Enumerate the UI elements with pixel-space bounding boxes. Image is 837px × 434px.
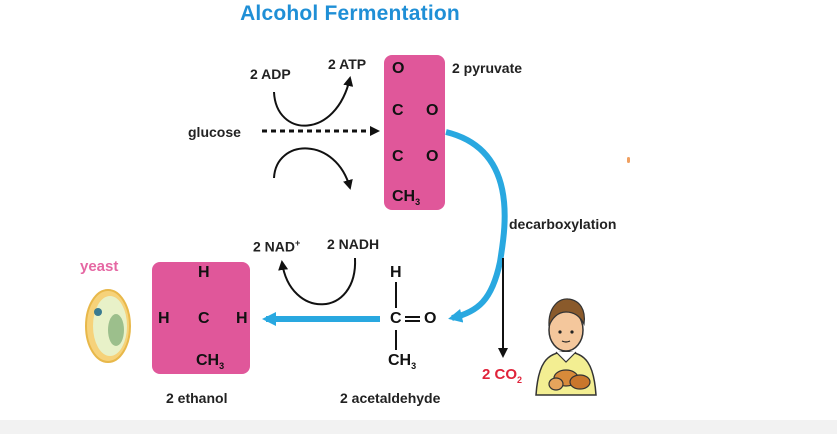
glucose-lower-curve [273, 147, 353, 190]
nad-nadh-curve [278, 257, 357, 306]
adp-label: 2 ADP [250, 66, 291, 82]
nadh-label: 2 NADH [327, 236, 380, 252]
pyruvate-box [384, 55, 445, 210]
pyruvate-o2: O [426, 148, 439, 165]
atp-label: 2 ATP [328, 56, 367, 72]
decarboxylation-arrow [445, 129, 508, 323]
adp-atp-curve [273, 76, 354, 127]
co2-label: 2 CO2 [482, 366, 523, 385]
ethanol-label: 2 ethanol [166, 390, 228, 406]
pyruvate-label: 2 pyruvate [452, 60, 523, 76]
pyruvate-c1: C [392, 102, 404, 119]
diagram-title: Alcohol Fermentation [240, 2, 460, 25]
pyruvate-top-o: O [392, 60, 405, 77]
ethanol-box [152, 262, 250, 374]
ethanol-h-right: H [236, 310, 248, 327]
ethanol-ch3: CH3 [196, 352, 225, 372]
ethanol-h-top: H [198, 264, 210, 281]
decarboxylation-label: decarboxylation [509, 216, 617, 232]
pyruvate-c2: C [392, 148, 404, 165]
pyruvate-o1: O [426, 102, 439, 119]
acetaldehyde-bonds [395, 282, 420, 350]
pyruvate-ch3: CH3 [392, 188, 421, 208]
nad-label: 2 NAD+ [253, 238, 301, 255]
acetaldehyde-c: C [390, 310, 402, 327]
ethanol-c: C [198, 310, 210, 327]
yeast-label: yeast [80, 258, 119, 275]
acetaldehyde-h: H [390, 264, 402, 281]
acetaldehyde-label: 2 acetaldehyde [340, 390, 441, 406]
acetaldehyde-o: O [424, 310, 437, 327]
bottom-strip [0, 420, 837, 434]
decorative-mark [627, 157, 630, 163]
acetaldehyde-ch3: CH3 [388, 352, 417, 372]
glucose-label: glucose [188, 124, 241, 140]
ethanol-h-left: H [158, 310, 170, 327]
